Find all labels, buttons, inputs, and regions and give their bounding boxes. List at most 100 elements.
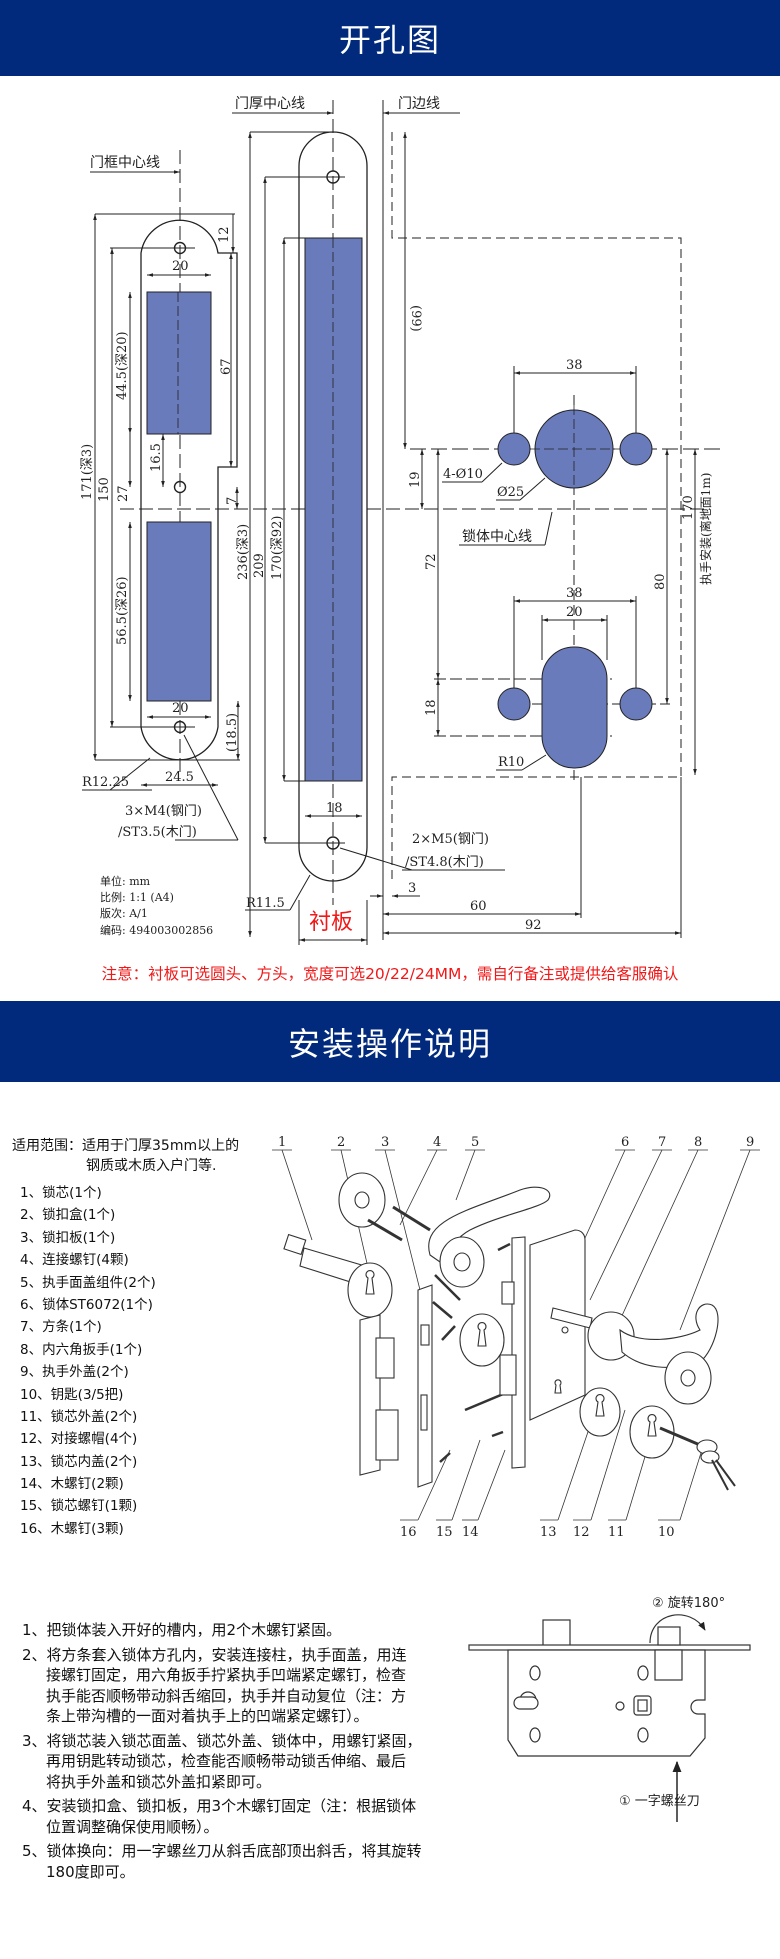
list-item: 1、锁芯(1个)	[20, 1185, 102, 1201]
step-item: 1、把锁体装入开好的槽内，用2个木螺钉紧固。	[22, 1620, 462, 1641]
frame-centerline-label: 门框中心线	[90, 155, 160, 171]
handle-height-label: 执手安装(离地面1m)	[698, 473, 713, 585]
cylinder-hole	[541, 646, 608, 769]
dim-label: 209	[252, 553, 267, 578]
exploded-view: 1 2 3 4 5 6 7 8 9 10 11 12 13 14 15 16	[272, 1135, 760, 1540]
scope-label: 适用范围：	[12, 1138, 82, 1154]
step-text: 接螺钉固定，用六角扳手拧紧执手凹端紧定螺钉，检查	[46, 1666, 407, 1684]
dim-label: 60	[470, 899, 487, 914]
step-item: 2、将方条套入锁体方孔内，安装连接柱，执手面盖，用连 接螺钉固定，用六角扳手拧紧…	[22, 1645, 462, 1727]
section-header-installation: 安装操作说明	[0, 1001, 780, 1082]
cylinder-screw-hole	[497, 687, 531, 721]
installation-steps: 1、把锁体装入开好的槽内，用2个木螺钉紧固。 2、将方条套入锁体方孔内，安装连接…	[22, 1620, 462, 1886]
step-text: 位置调整确保使用顺畅）。	[46, 1817, 219, 1836]
list-item: 9、执手外盖(2个)	[20, 1364, 129, 1381]
step-text: 1、把锁体装入开好的槽内，用2个木螺钉紧固。	[22, 1621, 342, 1639]
list-item: 15、锁芯螺钉(1颗)	[20, 1498, 138, 1515]
callout-number: 9	[746, 1135, 754, 1150]
list-item: 5、执手面盖组件(2个)	[20, 1274, 156, 1291]
callout-number: 7	[658, 1135, 666, 1150]
mortise-lock-body	[499, 1229, 586, 1469]
step-text: 180度即可。	[46, 1862, 135, 1881]
callout-number: 10	[658, 1525, 675, 1540]
scope-of-use: 适用范围：适用于门厚35mm以上的 钢质或木质入户门等.	[12, 1136, 239, 1176]
latch-reversal-diagram: ② 旋转180° ① 一字螺丝刀	[468, 1596, 751, 1822]
step-text: 条上带沟槽的一面对着执手上的凹端紧定螺钉）。	[46, 1707, 369, 1725]
drawing-scale: 比例: 1:1 (A4)	[100, 890, 174, 904]
dim-label: (99)	[408, 305, 423, 332]
drawing-unit: 单位: mm	[100, 874, 151, 888]
dim-label: 38	[566, 358, 583, 373]
backplate-note: 注意：衬板可选圆头、方头，宽度可选20/22/24MM，需自行备注或提供给客服确…	[101, 965, 679, 983]
strike-latch-cutout	[146, 521, 212, 702]
callout-number: 16	[400, 1525, 417, 1540]
backplate-label: 衬板	[309, 910, 353, 935]
list-item: 12、对接螺帽(4个)	[20, 1431, 138, 1448]
drawing-revision: 版次: A/1	[100, 906, 148, 920]
dim-label: 20	[566, 605, 583, 620]
step-item: 5、锁体换向：用一字螺丝刀从斜舌底部顶出斜舌，将其旋转 180度即可。	[22, 1841, 462, 1882]
list-item: 10、钥匙(3/5把)	[20, 1386, 124, 1403]
list-item: 8、内六角扳手(1个)	[20, 1341, 143, 1358]
door-thickness-centerline-label: 门厚中心线	[235, 96, 305, 112]
dim-label: 170(深92)	[270, 516, 285, 581]
callout-number: 4	[433, 1135, 441, 1150]
drilling-drawing: 门厚中心线 门边线 门框中心线 锁体中心线 12 20 67 44.5(深20)…	[80, 96, 720, 945]
step-item: 4、安装锁扣盒、锁扣板，用3个木螺钉固定（注：根据锁体 位置调整确保使用顺畅）。	[22, 1796, 462, 1837]
keys	[659, 1426, 736, 1491]
dim-label: 20	[172, 701, 189, 716]
scope-text: 适用于门厚35mm以上的	[82, 1138, 240, 1154]
list-item: 2、锁扣盒(1个)	[20, 1207, 116, 1224]
callout-number: 13	[540, 1525, 557, 1540]
step-text: 将执手外盖和锁芯外盖扣紧即可。	[46, 1772, 272, 1791]
step-text: 3、将锁芯装入锁芯面盖、锁芯外盖、锁体中，用螺钉紧固，	[22, 1731, 422, 1750]
cylinder-screw-hole	[619, 687, 653, 721]
step-text: 5、锁体换向：用一字螺丝刀从斜舌底部顶出斜舌，将其旋转	[22, 1842, 422, 1860]
dim-label: 72	[424, 553, 439, 570]
step-text: 再用钥匙转动锁芯，检查能否顺畅带动锁舌伸缩、最后	[46, 1752, 407, 1770]
dim-label: 27	[116, 485, 131, 502]
section-title: 安装操作说明	[287, 1024, 492, 1063]
rotate-arrow-icon	[649, 1614, 706, 1644]
lockbody-centerline-label: 锁体中心线	[462, 529, 532, 545]
dim-label: 171(深3)	[80, 444, 95, 500]
dim-label: R10	[498, 755, 524, 770]
dim-label: (18.5)	[225, 713, 240, 752]
dim-label: 24.5	[165, 770, 194, 785]
strike-box	[359, 1314, 399, 1476]
list-item: 7、方条(1个)	[20, 1319, 102, 1336]
screwdriver-label: ① 一字螺丝刀	[619, 1794, 700, 1809]
lever-handle-inner	[619, 1303, 719, 1368]
dim-label: Ø25	[497, 485, 524, 500]
lock-cylinder	[283, 1233, 366, 1286]
scope-text: 钢质或木质入户门等.	[86, 1158, 217, 1174]
dim-label: 18	[326, 801, 343, 816]
callout-number: 11	[608, 1525, 625, 1540]
list-item: 16、木螺钉(3颗)	[20, 1520, 124, 1537]
dim-label: 56.5(深26)	[115, 576, 130, 645]
dim-label: 67	[219, 358, 234, 375]
cylinder-inner-cover	[459, 1313, 505, 1367]
dim-label: 19	[408, 471, 423, 488]
dim-label: 80	[653, 573, 668, 590]
list-item: 13、锁芯内盖(2个)	[20, 1453, 138, 1470]
step-item: 3、将锁芯装入锁芯面盖、锁芯外盖、锁体中，用螺钉紧固， 再用钥匙转动锁芯，检查能…	[22, 1731, 462, 1793]
screw-spec-label: /ST3.5(木门)	[118, 825, 197, 840]
dim-label: 38	[566, 586, 583, 601]
list-item: 4、连接螺钉(4颗)	[20, 1252, 129, 1269]
screw-spec-label: 2×M5(钢门)	[412, 832, 489, 847]
step-text: 2、将方条套入锁体方孔内，安装连接柱，执手面盖，用连	[22, 1645, 407, 1664]
screw-spec-label: 3×M4(钢门)	[125, 804, 202, 819]
callout-number: 5	[471, 1135, 479, 1150]
dim-label: 16.5	[149, 443, 164, 472]
dim-label: 4-Ø10	[443, 467, 483, 482]
strike-box-cutout	[146, 291, 212, 435]
callout-number: 3	[381, 1135, 389, 1150]
dim-label: 150	[97, 477, 112, 502]
dim-label: 92	[525, 918, 542, 933]
callout-number: 8	[694, 1135, 702, 1150]
list-item: 14、木螺钉(2颗)	[20, 1476, 124, 1493]
list-item: 3、锁扣板(1个)	[20, 1229, 116, 1246]
callout-number: 14	[462, 1525, 479, 1540]
list-item: 11、锁芯外盖(2个)	[20, 1408, 138, 1425]
